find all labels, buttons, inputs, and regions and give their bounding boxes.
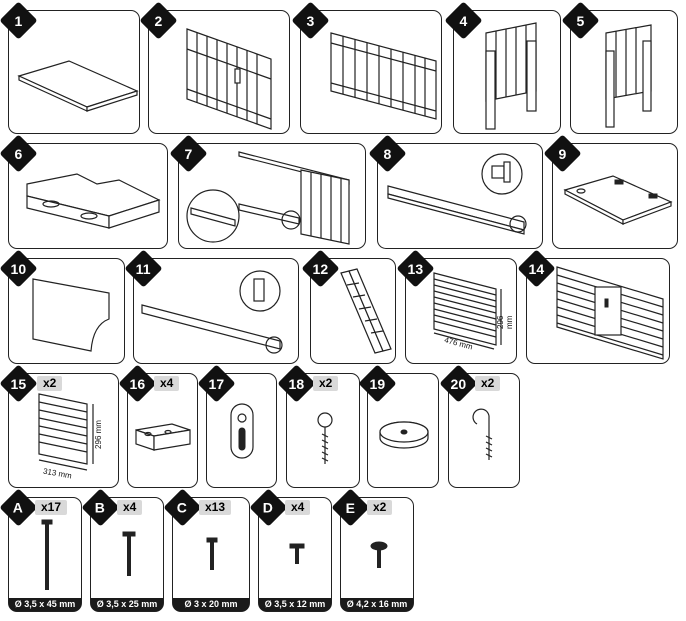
part-6-card: 6 [0, 134, 168, 249]
screw-size-label: Ø 3,5 x 25 mm [91, 598, 163, 611]
rail-illustration [141, 270, 283, 354]
tray-illustration [26, 173, 161, 229]
part-5-card: 5 [561, 1, 678, 134]
screw-size-label: Ø 3,5 x 45 mm [9, 598, 81, 611]
part-7-card: 7 [169, 134, 366, 249]
screw-12mm-icon [289, 543, 305, 564]
part-16-card: 16 x4 [118, 364, 198, 488]
hook-screw-illustration [472, 408, 493, 460]
ladder-illustration [340, 268, 392, 354]
quantity-badge: x2 [475, 376, 501, 391]
part-12-card: 12 [301, 249, 396, 364]
screw-45mm-icon [41, 519, 53, 590]
part-15-card: 15 x2 313 mm 296 mm [0, 364, 119, 488]
part-18-card: 18 x2 [277, 364, 360, 488]
quantity-badge: x4 [285, 500, 311, 515]
quantity-badge: x2 [37, 376, 63, 391]
part-19-card: 19 [358, 364, 439, 488]
screw-D-card: D x4 Ø 3,5 x 12 mm [249, 488, 332, 612]
quantity-badge: x4 [117, 500, 143, 515]
handle-plate-illustration [230, 403, 254, 459]
dimension-label: 296 mm [496, 315, 514, 329]
screw-20mm-icon [206, 537, 218, 570]
screw-size-label: Ø 4,2 x 16 mm [341, 598, 413, 611]
board-illustration [17, 60, 139, 112]
rotating-catch-illustration [379, 421, 429, 449]
frame-illustration [605, 24, 652, 128]
part-17-card: 17 [197, 364, 277, 488]
screw-size-label: Ø 3,5 x 12 mm [259, 598, 331, 611]
part-3-card: 3 [291, 1, 442, 134]
quantity-badge: x2 [367, 500, 393, 515]
front-panel-illustration [556, 266, 664, 360]
side-panel-illustration [330, 32, 437, 120]
door-panel-illustration [186, 28, 272, 130]
wall-panel-illustration [433, 272, 502, 350]
screw-A-card: A x17 Ø 3,5 x 45 mm [0, 488, 82, 612]
part-1-card: 1 [0, 1, 140, 134]
quantity-badge: x4 [154, 376, 180, 391]
screw-16mm-icon [370, 541, 388, 568]
rail-illustration [387, 153, 527, 235]
dimension-label: 296 mm [93, 420, 103, 449]
bracket-box-illustration [135, 423, 191, 451]
eye-screw-illustration [317, 412, 333, 464]
quantity-badge: x2 [313, 376, 339, 391]
roof-board-illustration [563, 175, 673, 225]
part-4-card: 4 [444, 1, 561, 134]
part-11-card: 11 [124, 249, 299, 364]
wall-board-illustration [32, 278, 110, 352]
part-9-card: 9 [543, 134, 678, 249]
part-20-card: 20 x2 [439, 364, 520, 488]
screw-E-card: E x2 Ø 4,2 x 16 mm [331, 488, 414, 612]
rail-panel-illustration [186, 151, 350, 245]
part-2-card: 2 [139, 1, 290, 134]
quantity-badge: x13 [199, 500, 232, 515]
screw-25mm-icon [122, 531, 136, 576]
part-8-card: 8 [368, 134, 543, 249]
part-10-card: 10 [0, 249, 125, 364]
part-14-card: 14 [517, 249, 670, 364]
frame-illustration [485, 22, 537, 130]
screw-size-label: Ø 3 x 20 mm [173, 598, 249, 611]
part-13-card: 13 476 mm 296 mm [396, 249, 517, 364]
screw-B-card: B x4 Ø 3,5 x 25 mm [81, 488, 164, 612]
screw-C-card: C x13 Ø 3 x 20 mm [163, 488, 250, 612]
wall-panel-illustration [38, 393, 94, 471]
quantity-badge: x17 [35, 500, 68, 515]
